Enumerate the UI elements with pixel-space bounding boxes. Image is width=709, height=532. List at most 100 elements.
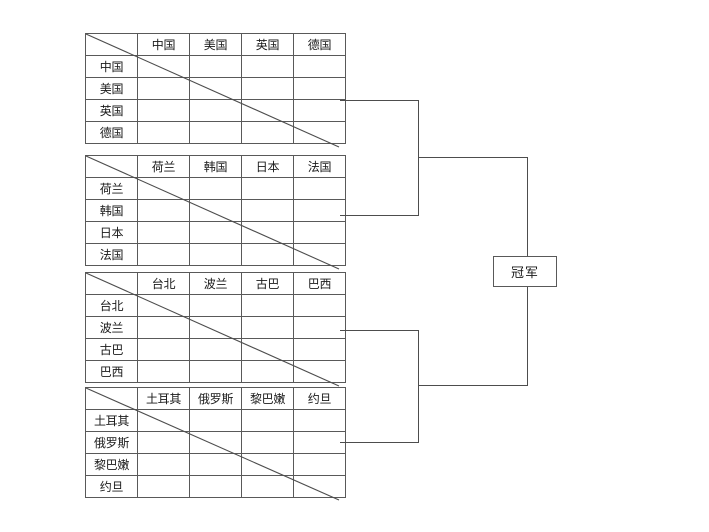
- result-cell[interactable]: [137, 409, 190, 432]
- result-cell[interactable]: [137, 360, 190, 383]
- result-cell[interactable]: [293, 409, 346, 432]
- column-header-cell: 台北: [137, 272, 190, 295]
- column-header-cell: 中国: [137, 33, 190, 56]
- result-cell[interactable]: [241, 55, 294, 78]
- result-cell[interactable]: [293, 243, 346, 266]
- result-cell[interactable]: [189, 77, 242, 100]
- result-cell[interactable]: [189, 99, 242, 122]
- row-header-cell: 美国: [85, 77, 138, 100]
- result-cell[interactable]: [241, 77, 294, 100]
- group-table-4: 土耳其 俄罗斯 黎巴嫩 约旦 土耳其 俄罗斯 黎巴嫩 约旦: [85, 387, 346, 498]
- result-cell[interactable]: [293, 294, 346, 317]
- row-header-cell: 约旦: [85, 475, 138, 498]
- result-cell[interactable]: [241, 338, 294, 361]
- result-cell[interactable]: [137, 243, 190, 266]
- result-cell[interactable]: [241, 360, 294, 383]
- row-header-cell: 黎巴嫩: [85, 453, 138, 476]
- result-cell[interactable]: [293, 77, 346, 100]
- result-cell[interactable]: [293, 431, 346, 454]
- result-cell[interactable]: [137, 77, 190, 100]
- result-cell[interactable]: [189, 338, 242, 361]
- row-header-cell: 中国: [85, 55, 138, 78]
- result-cell[interactable]: [241, 453, 294, 476]
- result-cell[interactable]: [189, 294, 242, 317]
- result-cell[interactable]: [137, 55, 190, 78]
- result-cell[interactable]: [137, 121, 190, 144]
- result-cell[interactable]: [189, 121, 242, 144]
- result-cell[interactable]: [189, 177, 242, 200]
- result-cell[interactable]: [241, 409, 294, 432]
- row-header-cell: 法国: [85, 243, 138, 266]
- result-cell[interactable]: [241, 316, 294, 339]
- result-cell[interactable]: [137, 294, 190, 317]
- group-table-2: 荷兰 韩国 日本 法国 荷兰 韩国 日本 法国: [85, 155, 346, 266]
- table-row: 波兰: [85, 316, 346, 339]
- table-row: 土耳其: [85, 409, 346, 432]
- result-cell[interactable]: [293, 121, 346, 144]
- column-header-cell: 约旦: [293, 387, 346, 410]
- result-cell[interactable]: [241, 177, 294, 200]
- result-cell[interactable]: [293, 55, 346, 78]
- table-row: 古巴: [85, 338, 346, 361]
- result-cell[interactable]: [189, 221, 242, 244]
- result-cell[interactable]: [137, 199, 190, 222]
- row-header-cell: 荷兰: [85, 177, 138, 200]
- result-cell[interactable]: [189, 199, 242, 222]
- result-cell[interactable]: [293, 221, 346, 244]
- result-cell[interactable]: [241, 121, 294, 144]
- result-cell[interactable]: [293, 99, 346, 122]
- result-cell[interactable]: [189, 409, 242, 432]
- result-cell[interactable]: [293, 199, 346, 222]
- result-cell[interactable]: [137, 221, 190, 244]
- bracket-stub-group-3: [340, 330, 418, 331]
- table-header-row: 荷兰 韩国 日本 法国: [85, 155, 346, 178]
- result-cell[interactable]: [137, 431, 190, 454]
- column-header-cell: 黎巴嫩: [241, 387, 294, 410]
- corner-cell: [85, 33, 138, 56]
- result-cell[interactable]: [293, 316, 346, 339]
- result-cell[interactable]: [241, 221, 294, 244]
- result-cell[interactable]: [189, 243, 242, 266]
- corner-cell: [85, 272, 138, 295]
- table-row: 美国: [85, 77, 346, 100]
- bracket-semi-lower-out: [418, 385, 528, 386]
- result-cell[interactable]: [241, 294, 294, 317]
- table-row: 法国: [85, 243, 346, 266]
- result-cell[interactable]: [137, 316, 190, 339]
- table-header-row: 台北 波兰 古巴 巴西: [85, 272, 346, 295]
- column-header-cell: 德国: [293, 33, 346, 56]
- result-cell[interactable]: [189, 316, 242, 339]
- result-cell[interactable]: [137, 475, 190, 498]
- result-cell[interactable]: [241, 243, 294, 266]
- champion-box[interactable]: 冠军: [493, 256, 557, 287]
- result-cell[interactable]: [189, 431, 242, 454]
- result-cell[interactable]: [293, 338, 346, 361]
- table-row: 荷兰: [85, 177, 346, 200]
- result-cell[interactable]: [137, 177, 190, 200]
- result-cell[interactable]: [293, 475, 346, 498]
- result-cell[interactable]: [189, 360, 242, 383]
- result-cell[interactable]: [293, 177, 346, 200]
- result-cell[interactable]: [293, 360, 346, 383]
- result-cell[interactable]: [137, 453, 190, 476]
- result-cell[interactable]: [189, 55, 242, 78]
- result-cell[interactable]: [241, 99, 294, 122]
- bracket-join-upper: [418, 100, 419, 216]
- result-cell[interactable]: [293, 453, 346, 476]
- result-cell[interactable]: [137, 99, 190, 122]
- group-table-3: 台北 波兰 古巴 巴西 台北 波兰 古巴 巴西: [85, 272, 346, 383]
- table-row: 韩国: [85, 199, 346, 222]
- row-header-cell: 德国: [85, 121, 138, 144]
- result-cell[interactable]: [189, 475, 242, 498]
- result-cell[interactable]: [137, 338, 190, 361]
- column-header-cell: 日本: [241, 155, 294, 178]
- bracket-join-lower: [418, 330, 419, 443]
- column-header-cell: 法国: [293, 155, 346, 178]
- result-cell[interactable]: [241, 475, 294, 498]
- table-row: 台北: [85, 294, 346, 317]
- result-cell[interactable]: [189, 453, 242, 476]
- result-cell[interactable]: [241, 431, 294, 454]
- table-header-row: 中国 美国 英国 德国: [85, 33, 346, 56]
- table-row: 俄罗斯: [85, 431, 346, 454]
- result-cell[interactable]: [241, 199, 294, 222]
